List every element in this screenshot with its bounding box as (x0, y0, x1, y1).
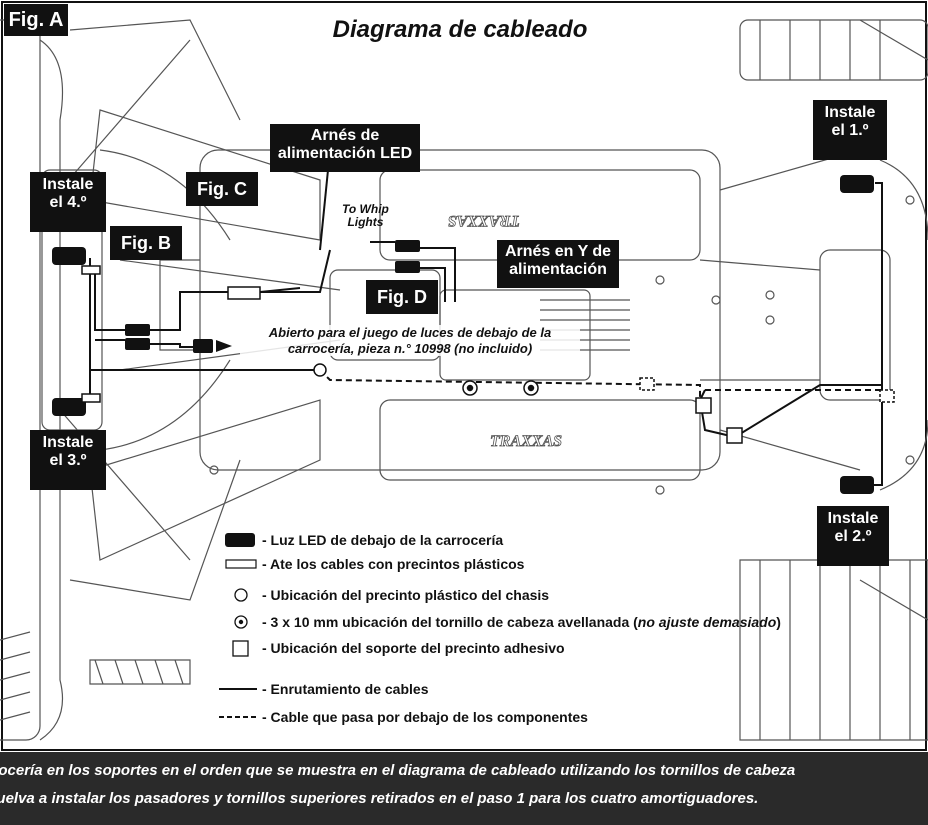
legend-item-zip-tie: - Ate los cables con precintos plásticos (222, 554, 524, 574)
callout-led-harness: Arnés de alimentación LED (270, 124, 420, 172)
brand-decal-bottom: TRAXXAS (490, 433, 562, 450)
callout-install-4-line1: Instale (42, 176, 94, 193)
legend-item-led-light: - Luz LED de debajo de la carrocería (222, 530, 503, 550)
callout-install-1-line2: el 1.º (831, 122, 869, 140)
legend-item-countersunk-screw: - 3 x 10 mm ubicación del tornillo de ca… (222, 612, 781, 632)
legend-screw-suffix: ) (776, 614, 781, 630)
led-light-3 (52, 398, 86, 416)
callout-fig-d: Fig. D (366, 280, 438, 314)
arrow-to-spare-plug (216, 340, 232, 352)
legend-symbols (219, 533, 257, 718)
callout-install-3-line1: Instale (42, 434, 94, 451)
y-harness-plug-1 (395, 240, 420, 252)
note-open-for-kit: Abierto para el juego de luces de debajo… (240, 325, 580, 357)
footer-line-2: s. Vuelva a instalar los pasadores y tor… (0, 790, 759, 807)
note-to-whip-lights-line1: To Whip (342, 202, 389, 216)
callout-install-3-line2: el 3.º (49, 452, 87, 470)
adhesive-mounts (695, 397, 743, 444)
led-light-4 (52, 247, 86, 265)
legend-item-hidden-cable: - Cable que pasa por debajo de los compo… (222, 707, 588, 727)
legend-text: - Cable que pasa por debajo de los compo… (262, 709, 588, 725)
figure-tag: Fig. A (4, 4, 68, 36)
legend-text: - Ubicación del soporte del precinto adh… (262, 640, 565, 656)
led-light-spare (193, 339, 213, 353)
callout-install-4-line2: el 4.º (49, 194, 87, 212)
left-tire-treads (0, 631, 191, 721)
callout-led-harness-line2: alimentación LED (277, 145, 413, 163)
legend-text: - 3 x 10 mm ubicación del tornillo de ca… (262, 614, 781, 630)
callout-y-harness-line2: alimentación (509, 261, 607, 279)
legend-text: - Ate los cables con precintos plásticos (262, 556, 525, 572)
hidden-cable-routes (319, 369, 882, 398)
legend-item-cable-routing: - Enrutamiento de cables (222, 679, 428, 699)
callout-install-3: Instale el 3.º (30, 430, 106, 490)
cable-routes (89, 149, 883, 486)
callout-install-2-line1: Instale (827, 510, 879, 527)
legend-item-chassis-zip: - Ubicación del precinto plástico del ch… (222, 585, 549, 605)
chassis-zip-location-marker (313, 363, 327, 377)
led-lights (52, 175, 874, 494)
callout-led-harness-line1: Arnés de (310, 127, 380, 144)
note-open-for-kit-line2: carrocería, pieza n.° 10998 (no incluido… (287, 340, 533, 356)
zip-ties (81, 265, 895, 403)
legend-screw-text: - 3 x 10 mm ubicación del tornillo de ca… (262, 614, 638, 630)
callout-install-1: Instale el 1.º (813, 100, 887, 160)
note-to-whip-lights: To Whip Lights (342, 202, 389, 230)
page-title: Diagrama de cableado (332, 16, 588, 43)
led-light-1 (840, 175, 874, 193)
legend-screw-emphasis: no ajuste demasiado (637, 614, 777, 630)
instruction-footer: carrocería en los soportes en el orden q… (0, 752, 928, 825)
legend-item-adhesive-mount: - Ubicación del soporte del precinto adh… (222, 638, 565, 658)
callout-install-1-line1: Instale (824, 104, 876, 121)
y-harness-plug-2 (395, 261, 420, 273)
footer-line-1: carrocería en los soportes en el orden q… (0, 762, 796, 779)
brand-decal-top: TRAXXAS (448, 212, 520, 229)
callout-y-harness-line1: Arnés en Y de (504, 243, 612, 260)
legend-text: - Luz LED de debajo de la carrocería (262, 532, 504, 548)
callout-y-harness: Arnés en Y de alimentación (497, 240, 619, 288)
callout-install-2-line2: el 2.º (834, 528, 872, 546)
led-light-2 (840, 476, 874, 494)
legend-text: - Enrutamiento de cables (262, 681, 429, 697)
countersunk-screws (462, 380, 539, 396)
note-open-for-kit-line1: Abierto para el juego de luces de debajo… (268, 325, 552, 340)
note-to-whip-lights-line2: Lights (347, 215, 384, 230)
callout-fig-c: Fig. C (186, 172, 258, 206)
fig-b-connector-2 (125, 338, 150, 350)
callout-fig-b: Fig. B (110, 226, 182, 260)
legend-text: - Ubicación del precinto plástico del ch… (262, 587, 550, 603)
callout-install-4: Instale el 4.º (30, 172, 106, 232)
fig-b-connector-1 (125, 324, 150, 336)
callout-install-2: Instale el 2.º (817, 506, 889, 566)
